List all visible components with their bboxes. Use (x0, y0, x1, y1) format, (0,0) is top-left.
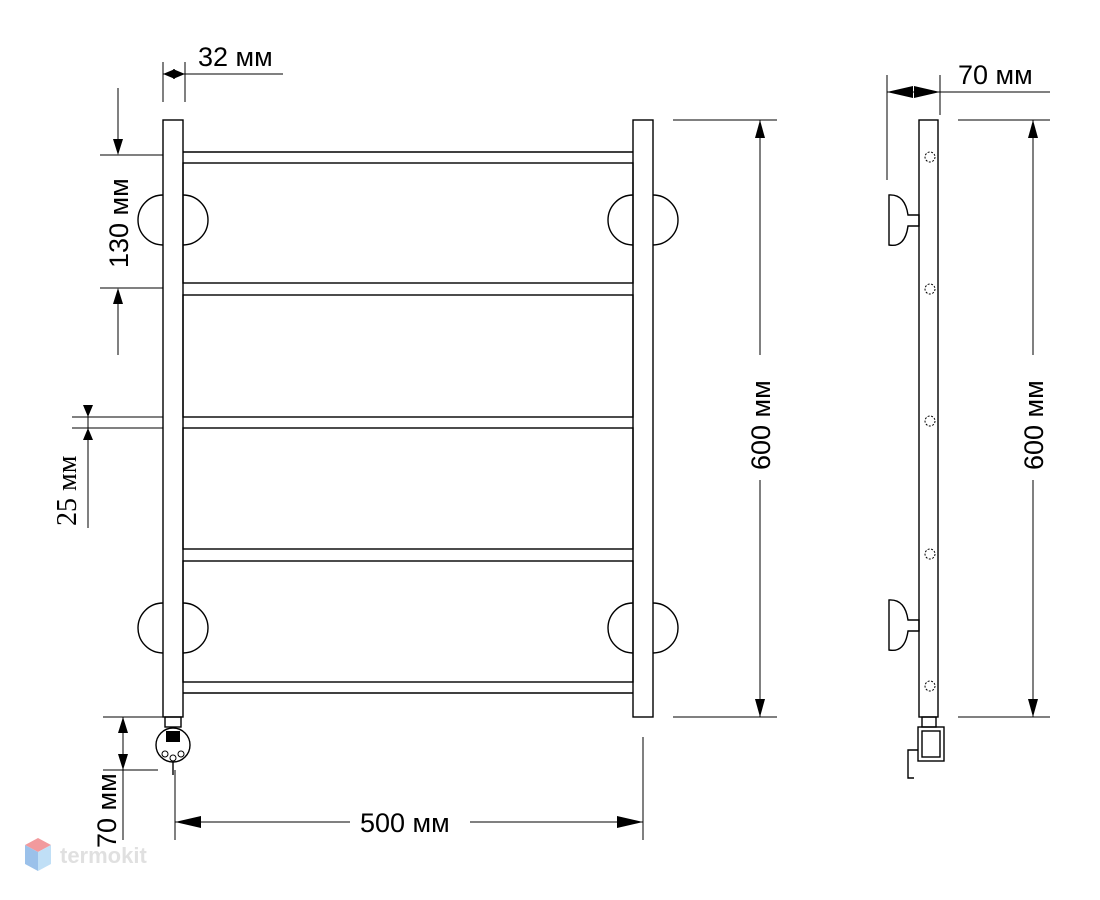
dim-top-width-label: 32 мм (198, 42, 273, 72)
termokit-logo-icon (25, 838, 51, 871)
dim-width-label: 500 мм (360, 808, 450, 838)
right-upright (632, 119, 654, 718)
bar-section-4 (182, 560, 634, 683)
bracket-bottom-left (137, 602, 209, 654)
bracket-bottom-right (607, 602, 679, 654)
left-upright (162, 119, 184, 718)
dim-top-gap: 130 мм (100, 88, 163, 355)
dim-bar-gap-label: 25 мм (52, 455, 83, 526)
side-view: 70 мм 600 мм (886, 60, 1050, 779)
side-upright (918, 119, 939, 718)
dim-bottom: 70 мм (92, 716, 163, 848)
dim-side-height: 600 мм (958, 119, 1050, 718)
dim-width: 500 мм (174, 737, 644, 840)
bar-section-3 (182, 427, 634, 550)
side-bracket-bottom (888, 599, 920, 652)
termokit-logo-text: termokit (60, 843, 147, 868)
dim-bottom-label: 70 мм (92, 773, 122, 848)
side-heater-plug (907, 716, 945, 779)
side-bracket-top (888, 194, 920, 247)
dim-bar-gap: 25 мм (52, 405, 163, 528)
dim-height-label: 600 мм (746, 380, 776, 470)
bar-section-2 (182, 294, 634, 418)
bar-section-1 (182, 162, 634, 284)
side-holes (924, 151, 936, 692)
front-view: 32 мм 130 мм 25 мм (52, 42, 777, 848)
bracket-top-left (137, 194, 209, 246)
dim-height: 600 мм (673, 119, 777, 718)
termokit-watermark: termokit (25, 838, 147, 871)
dim-depth: 70 мм (886, 60, 1050, 180)
dim-top-gap-label: 130 мм (104, 178, 134, 268)
dim-depth-label: 70 мм (958, 60, 1033, 90)
heater-plug (155, 716, 191, 775)
dim-top-width: 32 мм (162, 42, 283, 102)
bracket-top-right (607, 194, 679, 246)
dim-side-height-label: 600 мм (1019, 380, 1049, 470)
